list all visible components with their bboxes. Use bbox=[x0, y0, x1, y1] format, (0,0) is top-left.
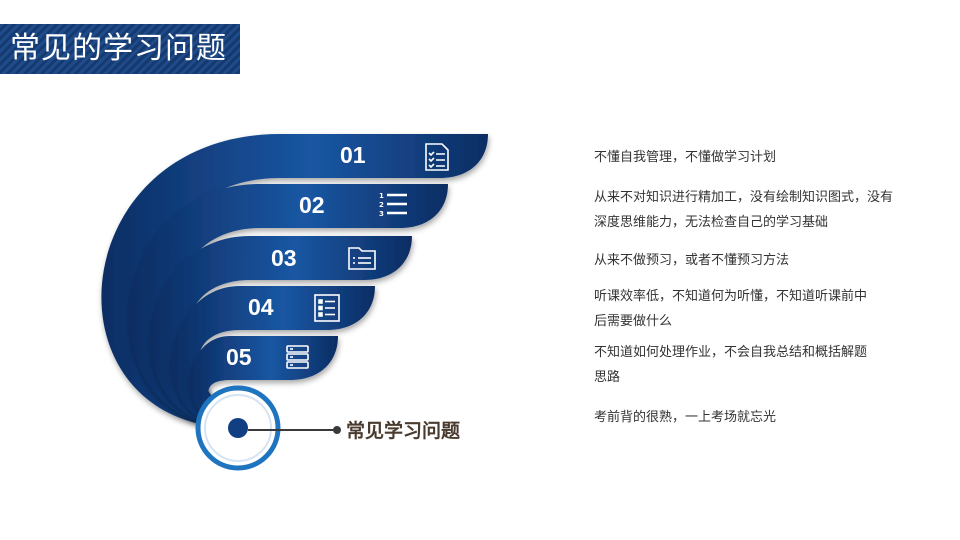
center-dot bbox=[228, 418, 248, 438]
list-box-icon bbox=[314, 294, 340, 322]
problem-text-03: 从来不做预习，或者不懂预习方法 bbox=[594, 253, 790, 268]
problem-text-04: 听课效率低，不知道何为听懂，不知道听课前中后需要做什么 bbox=[594, 289, 868, 329]
page-title: 常见的学习问题 bbox=[0, 24, 240, 74]
band-05 bbox=[189, 336, 338, 428]
band-01 bbox=[101, 134, 488, 428]
band-number-01: 01 bbox=[340, 142, 366, 168]
band-02 bbox=[129, 184, 448, 428]
stack-icon bbox=[286, 345, 309, 369]
problem-text-02: 从来不对知识进行精加工，没有绘制知识图式，没有深度思维能力，无法检查自己的学习基… bbox=[594, 190, 894, 230]
band-number-03: 03 bbox=[271, 245, 297, 271]
svg-text:2: 2 bbox=[379, 201, 384, 209]
band-number-05: 05 bbox=[226, 344, 252, 370]
problem-text-05: 不知道如何处理作业，不会自我总结和概括解题思路 bbox=[594, 345, 868, 385]
band-number-04: 04 bbox=[248, 294, 274, 320]
center-label: 常见学习问题 bbox=[346, 419, 460, 442]
connector-dot bbox=[333, 426, 341, 434]
folder-icon bbox=[348, 247, 376, 270]
numbered-list-icon: 1 2 3 bbox=[379, 192, 407, 218]
band-03 bbox=[150, 236, 412, 428]
svg-text:1: 1 bbox=[379, 192, 384, 200]
svg-text:3: 3 bbox=[379, 210, 384, 218]
checklist-icon bbox=[425, 143, 449, 171]
band-number-02: 02 bbox=[299, 192, 325, 218]
problem-text-01: 不懂自我管理，不懂做学习计划 bbox=[594, 150, 777, 165]
problem-text-06: 考前背的很熟，一上考场就忘光 bbox=[594, 410, 777, 425]
